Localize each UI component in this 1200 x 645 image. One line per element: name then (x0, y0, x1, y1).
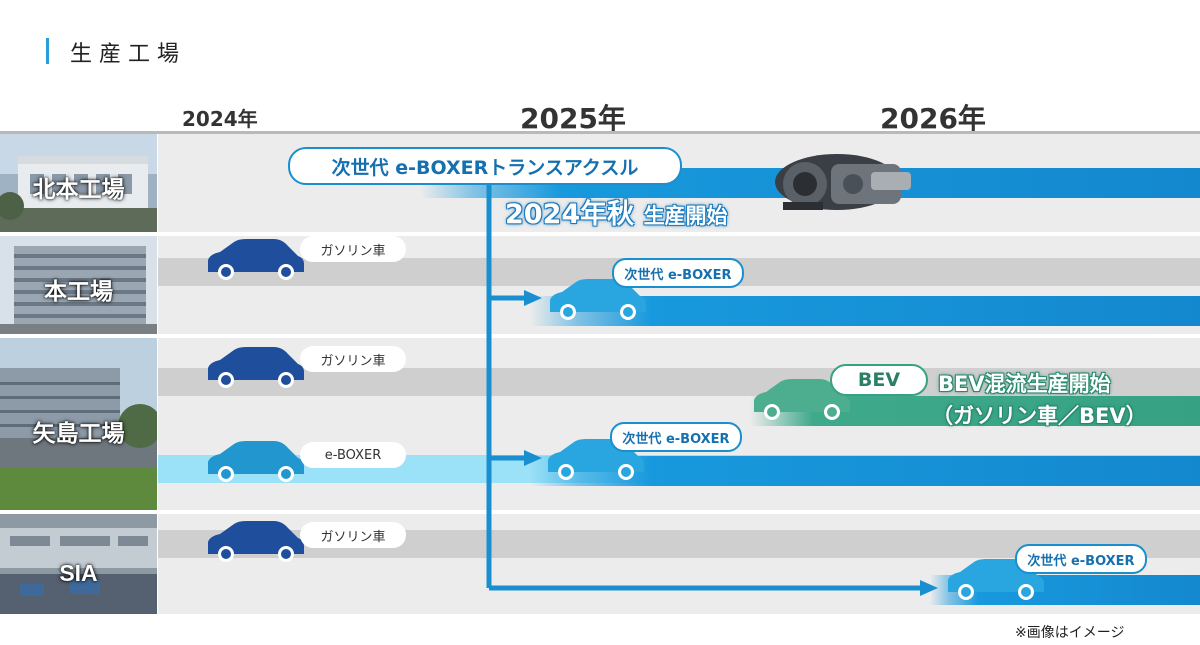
title-accent-bar (46, 38, 49, 64)
year-2025-label: 2025年 (520, 102, 626, 135)
car-icon (208, 441, 304, 482)
year-2024-label: 2024年 (182, 107, 258, 131)
eboxer-label-yajima: e-BOXER (300, 442, 406, 468)
photo-honkojo-plant (0, 236, 157, 334)
car-icon (208, 239, 304, 280)
transaxle-image (775, 154, 911, 210)
production-start-year: 2024年秋 (505, 199, 635, 230)
connector-lines (486, 180, 922, 591)
car-icon (208, 521, 304, 562)
next-eboxer-label-yajima: 次世代 e-BOXER (610, 422, 742, 452)
page-title: 生産工場 (70, 41, 187, 66)
production-start-label: 生産開始 (643, 204, 728, 228)
header-divider (0, 131, 1200, 134)
next-eboxer-label-honkojo: 次世代 e-BOXER (612, 258, 744, 288)
bev-mixed-production-subtitle: （ガソリン車／BEV） (932, 404, 1147, 428)
bev-label: BEV (830, 364, 928, 396)
production-start-text: 2024年秋 生産開始 (505, 192, 728, 231)
transaxle-label: 次世代 e-BOXERトランスアクスル (288, 147, 682, 185)
plant-name-yajima: 矢島工場 (32, 420, 125, 446)
car-icon (208, 347, 304, 388)
bev-mixed-production-title: BEV混流生産開始 (938, 372, 1111, 396)
footnote: ※画像はイメージ (1015, 625, 1125, 641)
gasoline-label-honkojo: ガソリン車 (300, 236, 406, 262)
connector-arrowheads (524, 290, 938, 596)
photo-sia-plant (0, 514, 157, 614)
lane-yajima-gasoline (158, 368, 1200, 396)
gasoline-label-yajima: ガソリン車 (300, 346, 406, 372)
plant-name-honkojo: 本工場 (44, 278, 113, 304)
next-eboxer-label-sia: 次世代 e-BOXER (1015, 544, 1147, 574)
gasoline-label-sia: ガソリン車 (300, 522, 406, 548)
plant-name-sia: SIA (59, 560, 98, 586)
photo-yajima-plant (0, 338, 157, 510)
year-2026-label: 2026年 (880, 102, 986, 135)
photo-kitamoto-plant (0, 134, 157, 232)
plant-name-kitamoto: 北本工場 (32, 176, 125, 202)
